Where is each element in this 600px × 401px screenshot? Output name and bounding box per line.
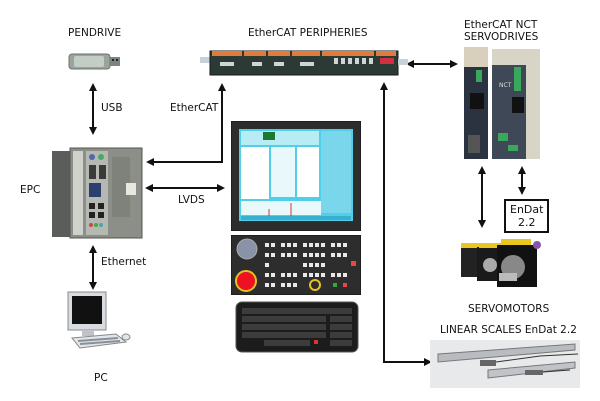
servodrives-label-line1: EtherCAT NCT — [464, 19, 538, 31]
ethercat-peripheries-icon — [200, 50, 408, 76]
pendrive-icon — [68, 53, 120, 70]
ethernet-label: Ethernet — [101, 256, 147, 268]
pc-icon — [67, 291, 131, 349]
keypad-keys — [265, 243, 347, 287]
linear-scales-label: LINEAR SCALES EnDat 2.2 — [440, 324, 577, 336]
cnc-keypad-icon — [231, 235, 361, 295]
lvds-label: LVDS — [178, 194, 205, 206]
svg-text:NCT: NCT — [499, 82, 512, 89]
epc-icon — [52, 147, 143, 239]
pc-label: PC — [94, 372, 108, 384]
linear-scales-icon — [430, 340, 580, 388]
servodrives-label-line2: SERVODRIVES — [464, 31, 539, 43]
ethercat-label: EtherCAT — [170, 102, 219, 114]
servomotors-icon — [461, 239, 541, 287]
servomotors-label: SERVOMOTORS — [468, 303, 550, 315]
epc-label: EPC — [20, 184, 41, 196]
pendrive-label: PENDRIVE — [68, 27, 122, 39]
endat-box: EnDat 2.2 — [504, 199, 550, 233]
servodrives-icon: NCT — [464, 47, 540, 159]
cnc-monitor-icon — [231, 121, 361, 231]
ethercat-link — [146, 83, 226, 166]
peripheries-linear-scales-link — [380, 82, 432, 366]
endat-label-line1: EnDat — [510, 203, 544, 216]
usb-label: USB — [101, 102, 123, 114]
keyboard-icon — [235, 301, 359, 353]
endat-label-line2: 2.2 — [517, 216, 536, 229]
peripheries-label: EtherCAT PERIPHERIES — [248, 27, 368, 39]
